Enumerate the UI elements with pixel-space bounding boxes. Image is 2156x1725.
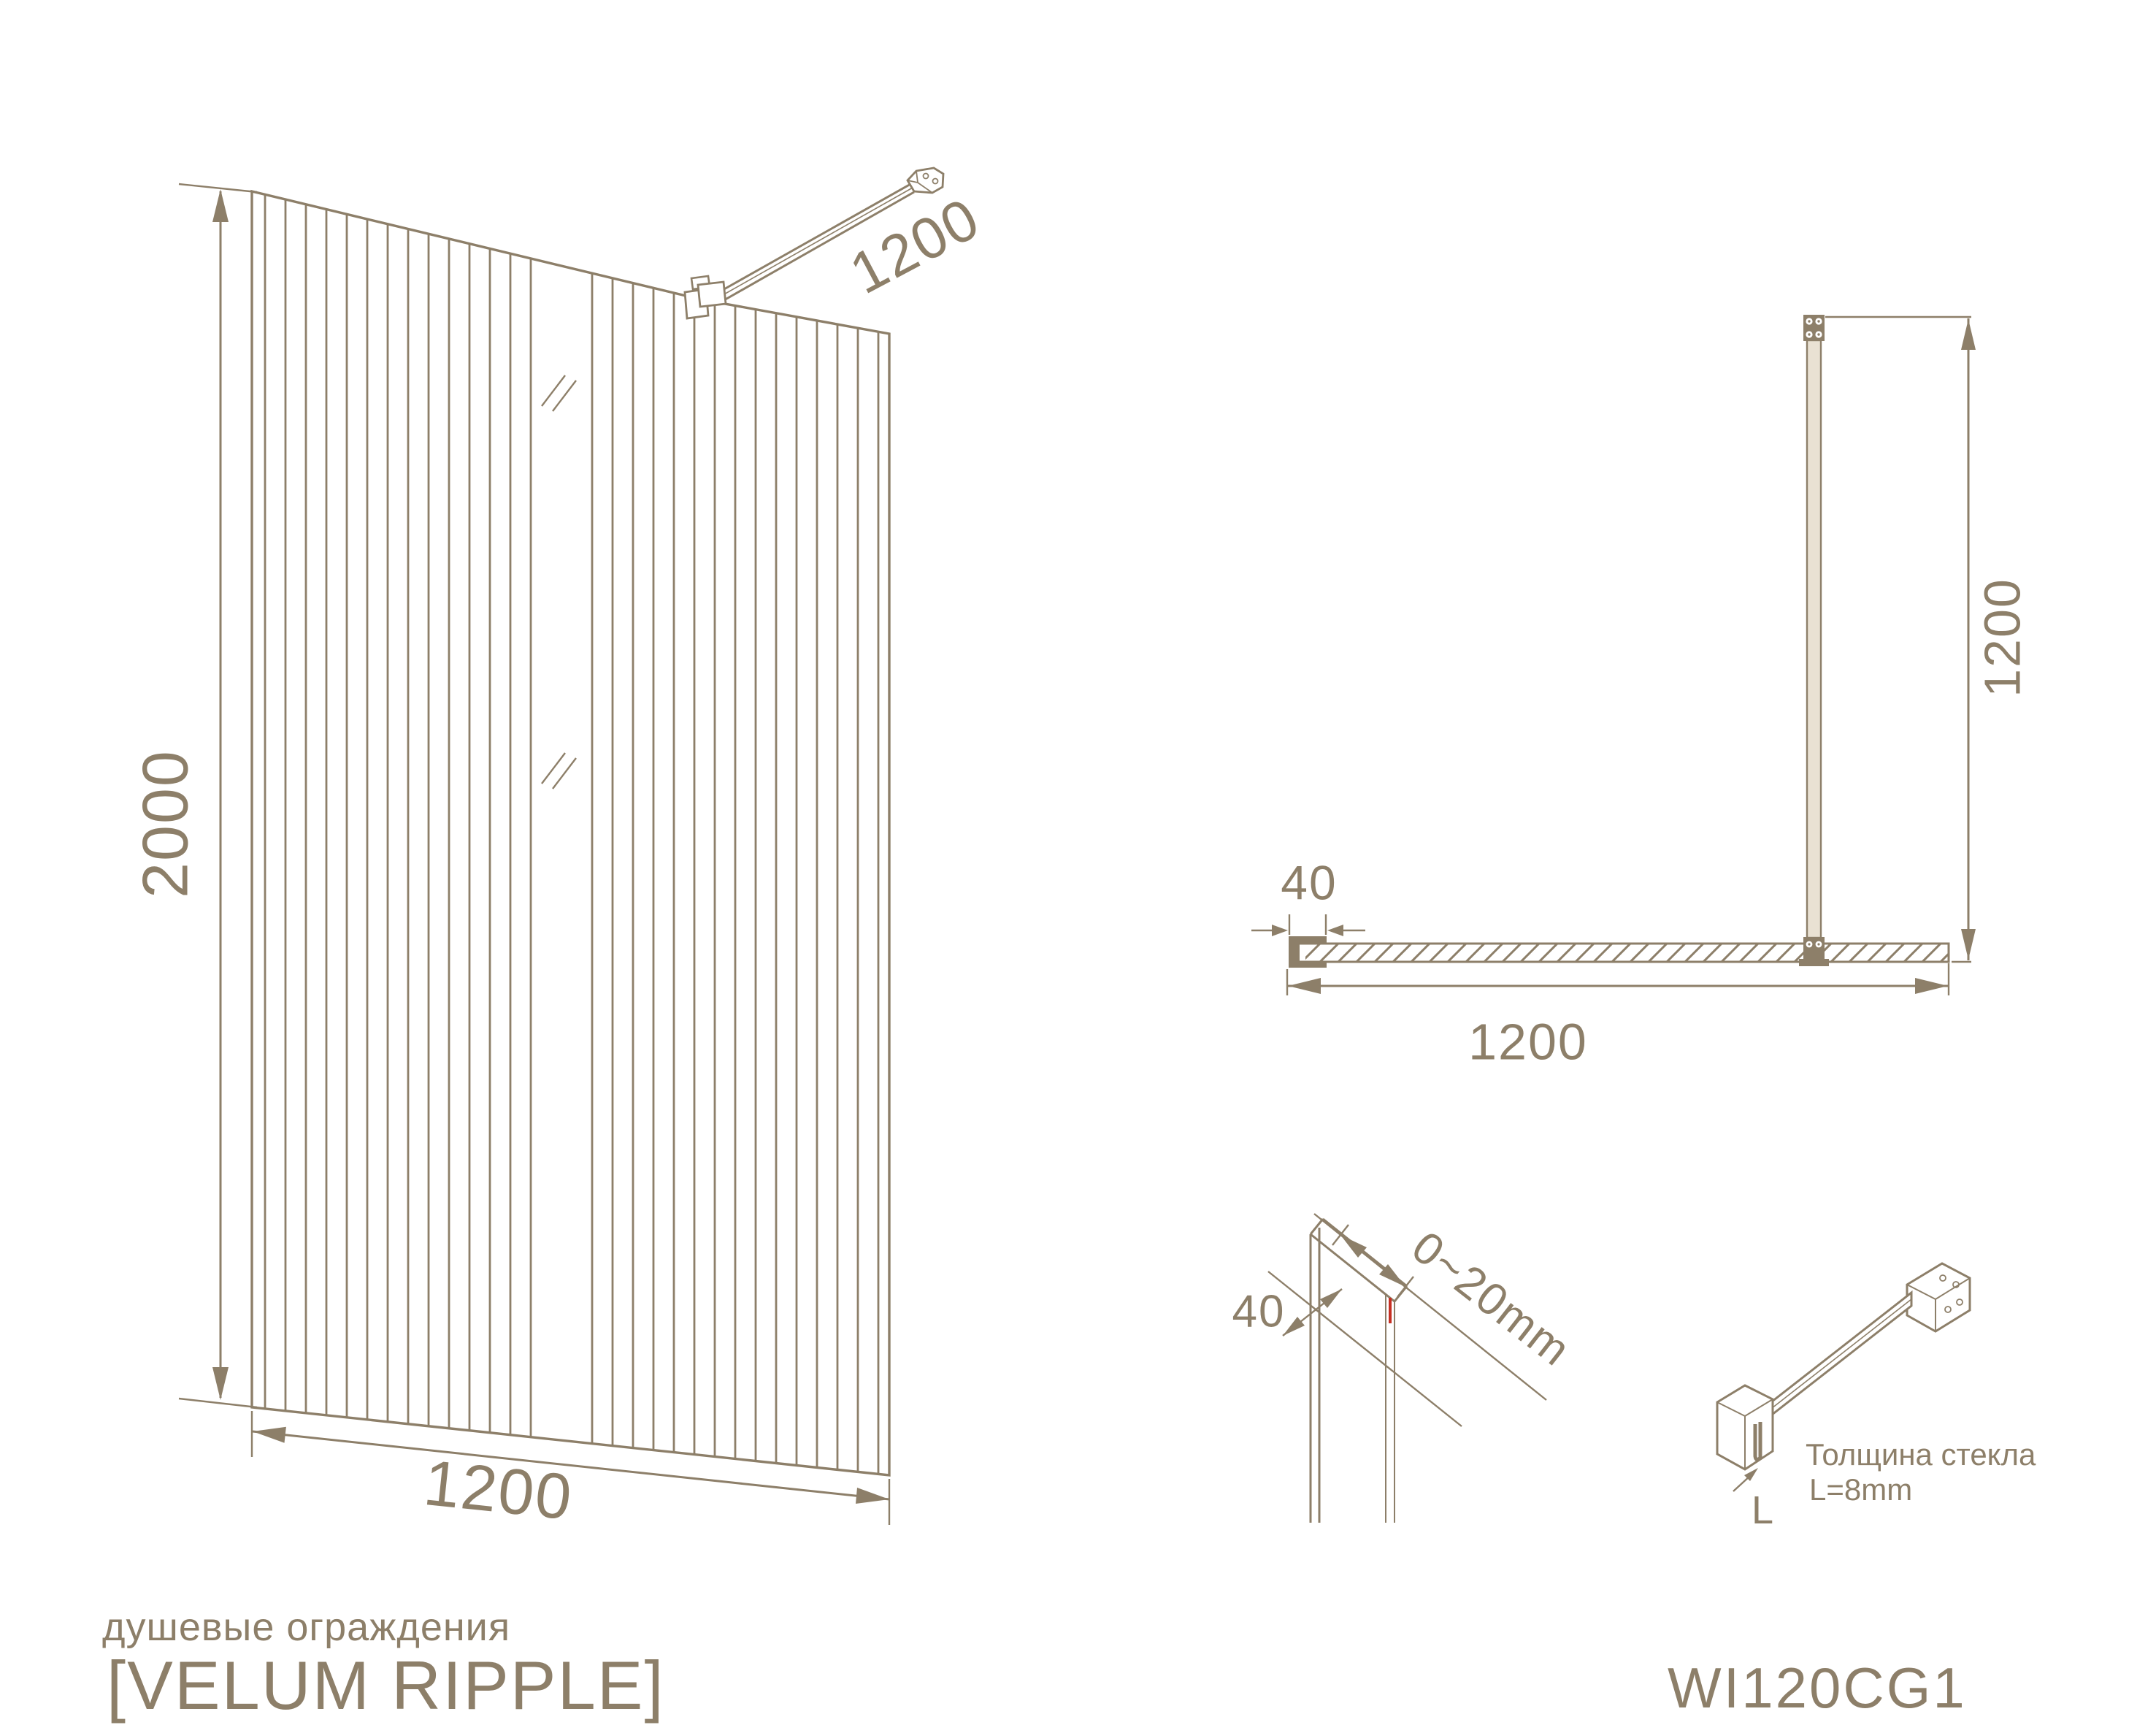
top-glass-outline bbox=[1300, 942, 1950, 963]
bar-detail-rod bbox=[1760, 1290, 1913, 1426]
front-height-dimension bbox=[178, 183, 258, 1409]
bar-detail-note-line1: Толщина стекла bbox=[1806, 1437, 2036, 1472]
top-support-bar bbox=[1806, 339, 1822, 939]
top-mounting-plate bbox=[1803, 315, 1825, 341]
top-wall-profile bbox=[1289, 936, 1327, 968]
profile-depth-dimension bbox=[1282, 1288, 1343, 1336]
top-view: 40 1200 1200 bbox=[1251, 315, 2030, 1070]
glass-shine-upper bbox=[541, 375, 577, 412]
bar-detail-note-line2: L=8mm bbox=[1809, 1472, 1912, 1507]
bar-detail-glass-arrow bbox=[1733, 1468, 1758, 1492]
bar-detail-glass-side-label: L bbox=[1752, 1488, 1773, 1532]
front-view: 1200 2000 1200 bbox=[128, 167, 990, 1534]
footer: душевые ограждения [VELUM RIPPLE] WI120C… bbox=[102, 1605, 1967, 1724]
profile-adjust-range-label: 0~20mm bbox=[1403, 1222, 1580, 1376]
top-profile-depth-dimension bbox=[1251, 914, 1365, 936]
profile-channel bbox=[1309, 1217, 1408, 1523]
profile-glass bbox=[1385, 1295, 1395, 1523]
footer-category: душевые ограждения bbox=[102, 1605, 510, 1649]
bar-wall-mount bbox=[906, 167, 945, 194]
glass-clamp bbox=[683, 275, 727, 320]
top-glass-clamp bbox=[1799, 937, 1829, 966]
top-glass-hatch bbox=[1305, 944, 1949, 962]
top-profile-depth-label: 40 bbox=[1281, 855, 1337, 909]
footer-model-code: WI120CG1 bbox=[1668, 1656, 1967, 1720]
bar-detail: L Толщина стекла L=8mm bbox=[1716, 1262, 2036, 1532]
glass-shine-lower bbox=[541, 752, 577, 789]
panel-flutes bbox=[264, 194, 880, 1475]
support-bar bbox=[722, 182, 915, 302]
front-height-label: 2000 bbox=[128, 749, 201, 898]
footer-series-title: [VELUM RIPPLE] bbox=[107, 1647, 665, 1724]
bar-detail-clamp bbox=[1716, 1384, 1774, 1471]
glass-panel bbox=[250, 189, 891, 1477]
front-bar-length-label: 1200 bbox=[840, 185, 990, 306]
profile-depth-label: 40 bbox=[1232, 1286, 1286, 1336]
top-width-dimension bbox=[1286, 963, 1950, 995]
profile-detail: 40 0~20mm bbox=[1232, 1213, 1580, 1523]
front-width-dimension bbox=[250, 1411, 891, 1525]
top-bar-length-label: 1200 bbox=[1973, 578, 2030, 697]
front-width-label: 1200 bbox=[421, 1446, 576, 1534]
top-width-label: 1200 bbox=[1468, 1013, 1588, 1070]
bar-detail-wall-block bbox=[1906, 1262, 1971, 1333]
top-bar-length-dimension bbox=[1825, 315, 1976, 963]
